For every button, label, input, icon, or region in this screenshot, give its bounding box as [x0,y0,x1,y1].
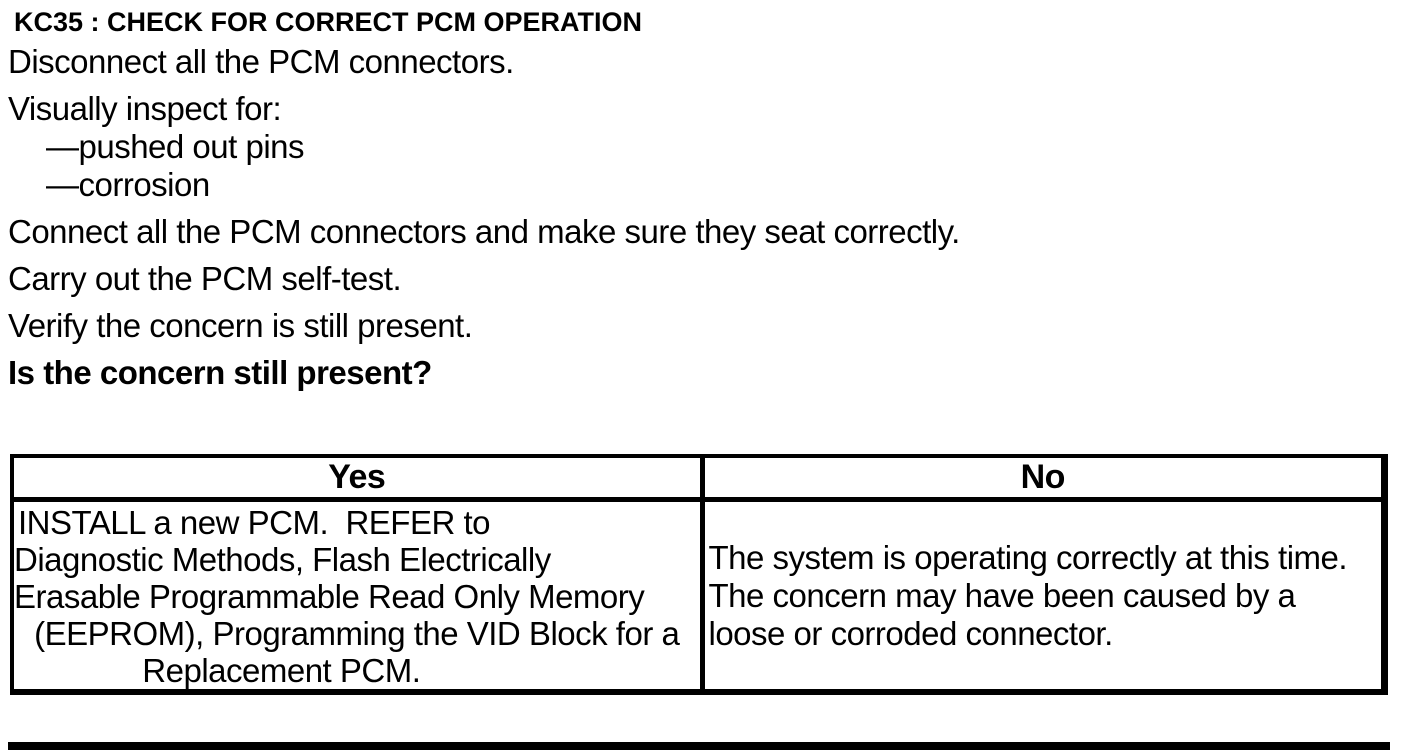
no-line: loose or corroded connector. [708,614,1114,652]
inspection-item-corrosion: —corrosion [46,166,210,203]
results-table: Yes No INSTALL a new PCM. REFER to Diagn… [10,454,1388,695]
page-divider-rule [8,742,1390,750]
procedure-question: Is the concern still present? [8,354,432,391]
no-column-header: No [700,454,1388,502]
procedure-step-inspect: Visually inspect for: [8,90,282,127]
visual-inspection-group: Visually inspect for: —pushed out pins —… [8,90,1400,204]
procedure-step-selftest: Carry out the PCM self-test. [8,260,402,297]
results-body-row: INSTALL a new PCM. REFER to Diagnostic M… [10,499,1388,695]
results-header-row: Yes No [10,454,1388,502]
inspection-item-pins: —pushed out pins [46,128,305,165]
procedure-step-disconnect: Disconnect all the PCM connectors. [8,43,514,80]
no-line: The system is operating correctly at thi… [708,538,1348,576]
procedure-step-verify: Verify the concern is still present. [8,307,473,344]
yes-action-cell: INSTALL a new PCM. REFER to Diagnostic M… [10,499,705,695]
no-action-text: The system is operating correctly at thi… [705,502,1382,689]
yes-line: Erasable Programmable Read Only Memory [14,578,645,615]
yes-line: INSTALL a new PCM. REFER to [18,504,490,541]
yes-line: Diagnostic Methods, Flash Electrically [14,541,551,578]
no-line: The concern may have been caused by a [708,576,1296,614]
yes-action-text: INSTALL a new PCM. REFER to Diagnostic M… [14,502,700,689]
page-title: KC35 : CHECK FOR CORRECT PCM OPERATION [14,7,643,37]
no-action-cell: The system is operating correctly at thi… [700,499,1388,695]
procedure-step-connect: Connect all the PCM connectors and make … [8,213,960,250]
yes-line: (EEPROM), Programming the VID Block for … [34,615,680,652]
yes-line: Replacement PCM. [142,652,421,689]
yes-column-header: Yes [10,454,705,502]
